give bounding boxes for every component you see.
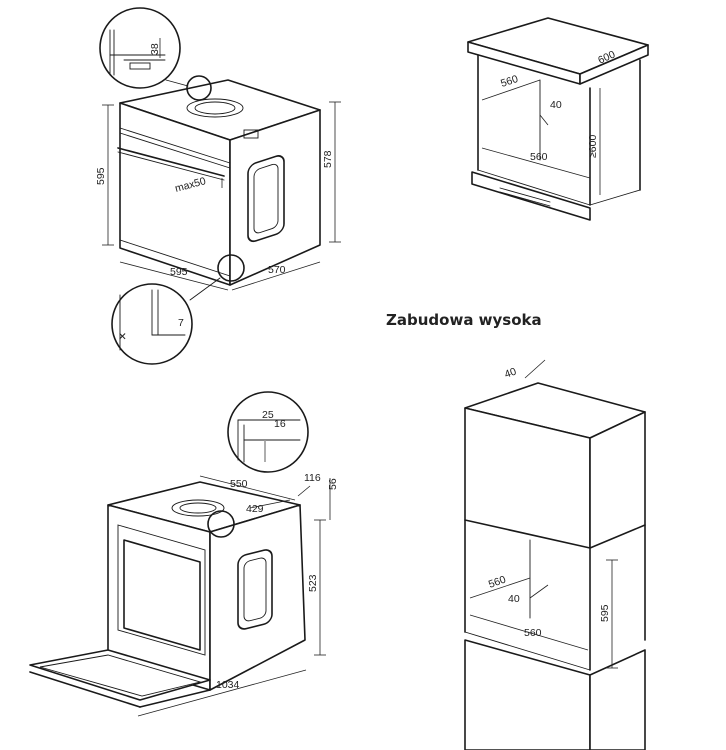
tall-gap-label: 40 [508,593,520,605]
detail-b-label: 16 [274,418,286,430]
niche-under-counter: 560 560 40 600 ≥600 [467,17,649,221]
oven-open-view [29,481,306,708]
oven-depth-label: 570 [268,264,286,276]
niche-gap-label: 40 [550,99,562,111]
oven-total-height-label: 578 [322,150,334,168]
tall-height-label: 595 [599,604,611,622]
open-height-label: 523 [307,574,319,592]
oven-height-label: 595 [95,167,107,185]
detail-circle-open: 25 16 [227,391,309,473]
section-title: Zabudowa wysoka [386,311,542,329]
open-top-offset-label: 116 [304,472,321,484]
open-depth-inner-label: 429 [246,503,264,515]
oven-front-view [117,79,321,286]
detail-circle-top: 38 [99,7,212,101]
open-length-label: 1034 [216,679,240,691]
oven-dimensions: 595 595 570 578 max50 [95,101,341,291]
open-top-height-label: 56 [327,478,339,490]
tall-inner-width-bottom-label: 560 [524,627,542,639]
niche-inner-width-bottom-label: 560 [530,151,548,163]
tall-gap-top-label: 40 [503,365,518,380]
niche-inner-width-label: 560 [499,73,520,90]
detail-top-label: 38 [149,43,161,55]
tall-inner-width-label: 560 [487,573,508,590]
oven-open-dimensions: 550 429 116 56 523 1034 [137,472,339,717]
open-depth-label: 550 [230,478,248,490]
detail-circle-bottom: 7 ✕ [111,254,245,365]
oven-width-label: 595 [170,266,188,278]
no-mark-icon: ✕ [118,331,127,343]
detail-bottom-label: 7 [178,317,184,329]
niche-height-label: ≥600 [587,135,599,158]
detail-a-label: 25 [262,409,274,421]
tall-cabinet: 40 560 40 560 595 [464,359,646,750]
